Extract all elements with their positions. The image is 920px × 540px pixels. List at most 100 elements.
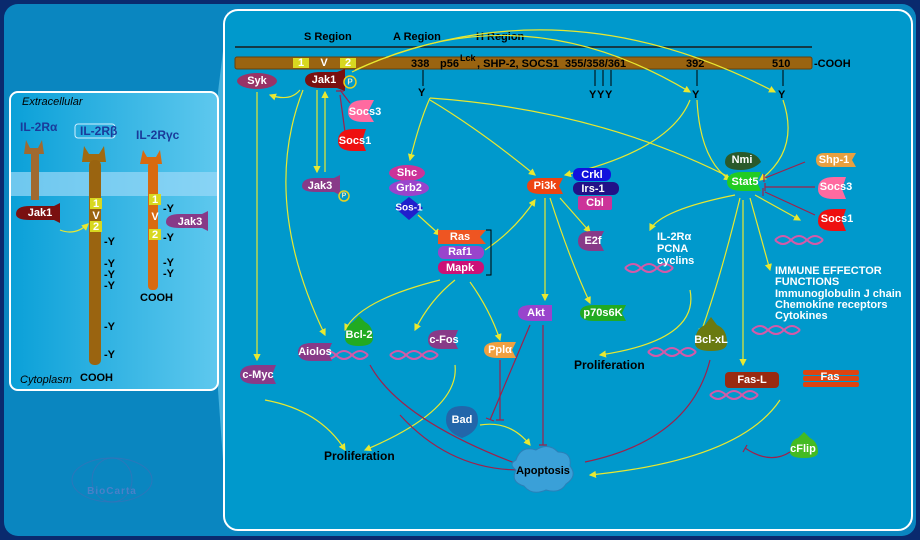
jak3[interactable]: Jak3 P	[302, 175, 350, 202]
stat5[interactable]: Stat5	[727, 172, 761, 191]
svg-text:FUNCTIONS: FUNCTIONS	[775, 276, 839, 288]
cflip[interactable]: cFlip	[790, 432, 818, 458]
grb2[interactable]: Grb2	[389, 180, 429, 196]
bad[interactable]: Bad	[446, 406, 478, 438]
svg-text:Pplα: Pplα	[488, 344, 512, 356]
e2f[interactable]: E2f	[578, 231, 604, 251]
jak1[interactable]: Jak1 P	[305, 69, 357, 91]
svg-text:Ras: Ras	[450, 231, 470, 243]
crkl[interactable]: Crkl	[573, 168, 611, 181]
svg-text:Cbl: Cbl	[586, 197, 604, 209]
svg-text:cyclins: cyclins	[657, 255, 694, 267]
svg-text:Socs1: Socs1	[339, 135, 371, 147]
pi3k[interactable]: Pi3k	[527, 178, 563, 194]
syk[interactable]: Syk	[237, 73, 277, 89]
cfos[interactable]: c-Fos	[428, 330, 459, 349]
svg-text:, SHP-2, SOCS1: , SHP-2, SOCS1	[477, 58, 559, 70]
biocarta-logo: BioCarta	[71, 457, 153, 503]
svg-text:c-Fos: c-Fos	[429, 334, 458, 346]
svg-text:Socs3: Socs3	[820, 181, 852, 193]
region-labels: S Region A Region H Region	[304, 31, 525, 43]
main-panel	[223, 9, 913, 531]
svg-text:P: P	[347, 78, 353, 87]
fasl[interactable]: Fas-L	[725, 372, 779, 388]
pplalpha[interactable]: Pplα	[484, 342, 516, 358]
il2rb-boxes: 1 V 2	[90, 198, 102, 233]
svg-text:Y: Y	[597, 89, 605, 101]
svg-text:V: V	[92, 210, 100, 222]
cytoplasm-label: Cytoplasm	[20, 374, 72, 386]
immune-effector-functions: IMMUNE EFFECTOR FUNCTIONS Immunoglobulin…	[775, 265, 902, 322]
svg-text:-Y: -Y	[163, 232, 175, 244]
svg-text:Grb2: Grb2	[396, 182, 422, 194]
svg-text:Pi3k: Pi3k	[534, 180, 558, 192]
socs1-jak[interactable]: Socs1	[338, 129, 371, 151]
irs1[interactable]: Irs-1	[573, 182, 619, 195]
svg-text:-Y: -Y	[104, 258, 116, 270]
nmi[interactable]: Nmi	[725, 152, 761, 170]
svg-text:IMMUNE EFFECTOR: IMMUNE EFFECTOR	[775, 265, 882, 277]
aiolos[interactable]: Aiolos	[298, 343, 332, 361]
svg-text:Y: Y	[418, 87, 426, 99]
svg-text:c-Myc: c-Myc	[242, 369, 273, 381]
svg-text:-Y: -Y	[163, 257, 175, 269]
svg-text:Jak3: Jak3	[308, 180, 332, 192]
svg-text:p70s6K: p70s6K	[583, 307, 622, 319]
svg-text:V: V	[320, 57, 328, 69]
svg-text:Mapk: Mapk	[446, 262, 475, 274]
svg-text:Syk: Syk	[247, 75, 267, 87]
svg-text:Socs3: Socs3	[349, 106, 381, 118]
svg-text:Akt: Akt	[527, 307, 545, 319]
svg-text:Chemokine receptors: Chemokine receptors	[775, 299, 887, 311]
h-region-label: H Region	[476, 31, 525, 43]
p70s6k[interactable]: p70s6K	[580, 305, 626, 321]
svg-text:Lck: Lck	[460, 53, 477, 63]
sos1[interactable]: Sos-1	[395, 197, 423, 220]
cmyc[interactable]: c-Myc	[240, 365, 276, 384]
svg-text:Irs-1: Irs-1	[581, 183, 604, 195]
svg-text:Raf1: Raf1	[448, 246, 472, 258]
bclxl[interactable]: Bcl-xL	[694, 317, 728, 351]
svg-text:V: V	[151, 211, 159, 223]
ras[interactable]: Ras	[438, 230, 486, 244]
socs3-jak[interactable]: Socs3	[348, 100, 381, 122]
left-panel: Extracellular Cytoplasm IL-2Rα IL-2Rβ IL…	[9, 91, 219, 503]
dna-glyphs	[319, 235, 824, 400]
svg-text:Fas-L: Fas-L	[737, 374, 767, 386]
svg-text:Jak1: Jak1	[312, 74, 336, 86]
svg-text:355/358/361: 355/358/361	[565, 58, 626, 70]
svg-text:392: 392	[686, 58, 704, 70]
svg-text:BioCarta: BioCarta	[87, 486, 137, 497]
stat5-targets: IL-2Rα PCNA cyclins	[657, 231, 694, 267]
fas[interactable]: Fas	[803, 370, 859, 387]
svg-text:1: 1	[152, 194, 158, 206]
svg-text:-Y: -Y	[104, 269, 116, 281]
svg-text:Sos-1: Sos-1	[395, 203, 423, 214]
apoptosis[interactable]: Apoptosis	[511, 446, 574, 493]
mapk[interactable]: Mapk	[438, 261, 484, 274]
il2rb-tyrosines: -Y-Y -Y-Y -Y-Y	[104, 236, 116, 361]
svg-text:2: 2	[93, 221, 99, 233]
svg-text:338: 338	[411, 58, 429, 70]
proliferation-label-right: Proliferation	[574, 358, 645, 372]
shp1[interactable]: Shp-1	[816, 153, 856, 167]
svg-text:Y: Y	[589, 89, 597, 101]
raf1[interactable]: Raf1	[438, 246, 484, 259]
socs3-stat[interactable]: Socs3	[818, 177, 852, 199]
shc[interactable]: Shc	[389, 165, 425, 181]
il2rgc-tyrosines: -Y-Y -Y-Y	[163, 203, 175, 280]
il2rgc-boxes: 1 V 2	[149, 194, 161, 241]
il2rb-chain	[89, 160, 101, 365]
akt[interactable]: Akt	[518, 305, 552, 321]
extracellular-label: Extracellular	[22, 96, 84, 108]
bcl2[interactable]: Bcl-2	[345, 316, 373, 346]
a-region-label: A Region	[393, 31, 441, 43]
svg-text:1: 1	[298, 57, 304, 69]
socs1-stat[interactable]: Socs1	[818, 209, 853, 231]
svg-text:Crkl: Crkl	[581, 169, 602, 181]
svg-text:Bcl-xL: Bcl-xL	[694, 334, 728, 346]
il2rb-label: IL-2Rβ	[80, 124, 117, 138]
svg-text:Shc: Shc	[397, 167, 417, 179]
cbl[interactable]: Cbl	[578, 196, 612, 210]
